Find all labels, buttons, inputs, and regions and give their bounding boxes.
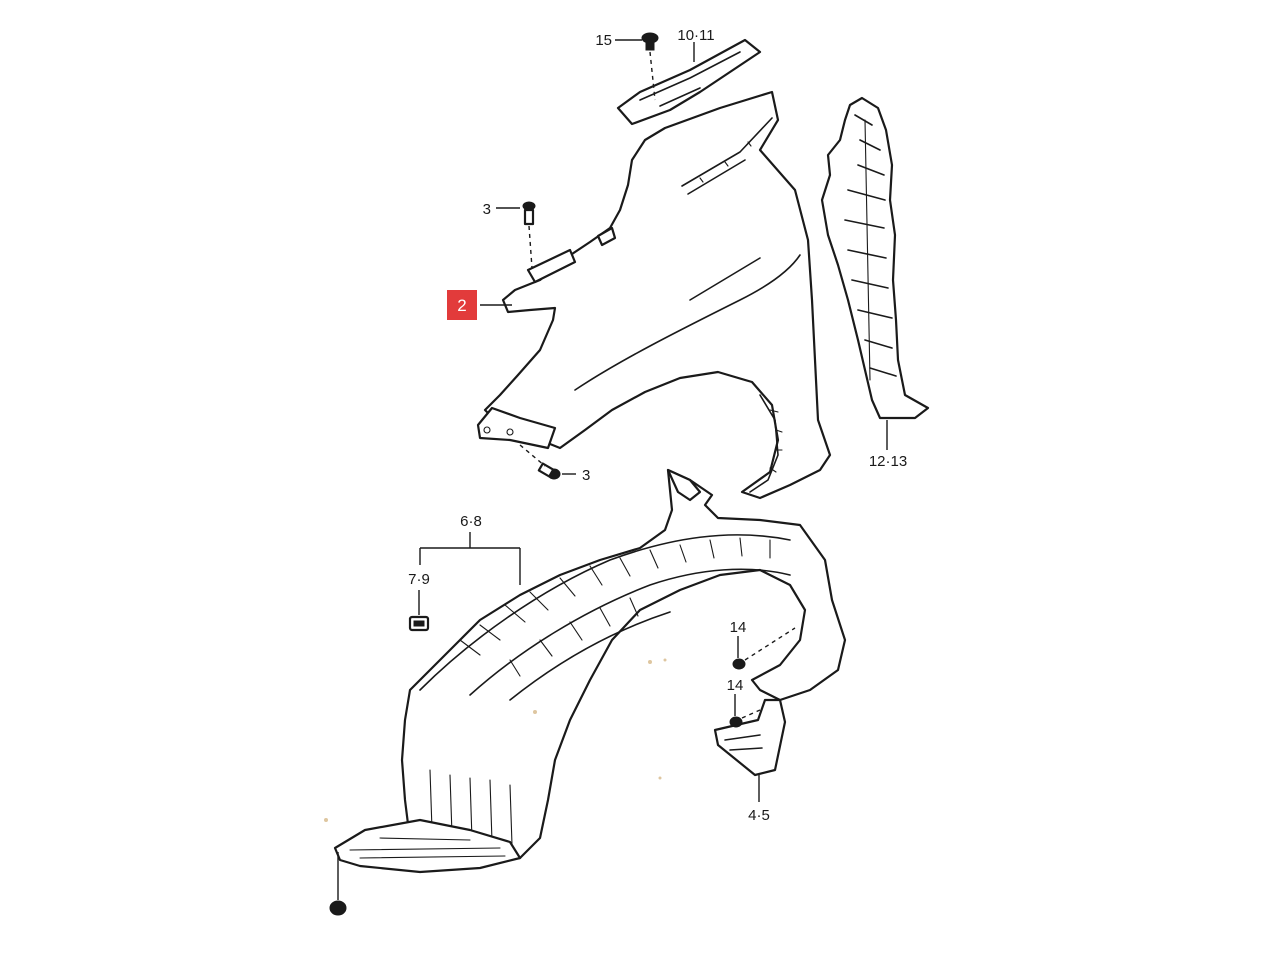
under-panel bbox=[333, 818, 522, 874]
callout-bolt-upper: 3 bbox=[483, 201, 491, 218]
callout-bolt-lower: 3 bbox=[582, 467, 590, 484]
callout-labels: 2 15 10·11 3 3 12·13 6·8 7·9 14 14 4·5 bbox=[408, 27, 907, 824]
callout-mudflap: 4·5 bbox=[748, 807, 770, 824]
nut-clip-7-9-icon bbox=[408, 615, 430, 632]
callout-nut-clip: 7·9 bbox=[408, 571, 430, 588]
callout-fender: 2 bbox=[457, 296, 466, 315]
callout-clip-top: 15 bbox=[595, 32, 612, 49]
wheelhouse-liner bbox=[398, 468, 847, 864]
callout-fender-highlight bbox=[447, 290, 477, 320]
screw-14-upper-icon bbox=[732, 627, 796, 670]
scan-specks bbox=[324, 658, 667, 822]
bolt-3-lower-icon bbox=[519, 444, 561, 480]
fender-side-panel bbox=[820, 96, 930, 420]
callout-side-panel: 12·13 bbox=[869, 453, 907, 470]
callout-screw-lower: 14 bbox=[727, 677, 744, 694]
screw-14-lower-icon bbox=[729, 709, 761, 728]
fender-seal-strip bbox=[616, 38, 762, 126]
leader-lines bbox=[418, 39, 888, 802]
callout-liner: 6·8 bbox=[460, 513, 482, 530]
clip-15-icon bbox=[641, 32, 659, 101]
front-fender-panel bbox=[476, 90, 832, 500]
bolt-3-upper-icon bbox=[522, 201, 536, 269]
callout-seal-top: 10·11 bbox=[677, 27, 714, 44]
mudflap bbox=[713, 698, 787, 777]
bottom-bolt-icon bbox=[329, 852, 347, 916]
callout-screw-upper: 14 bbox=[730, 619, 747, 636]
